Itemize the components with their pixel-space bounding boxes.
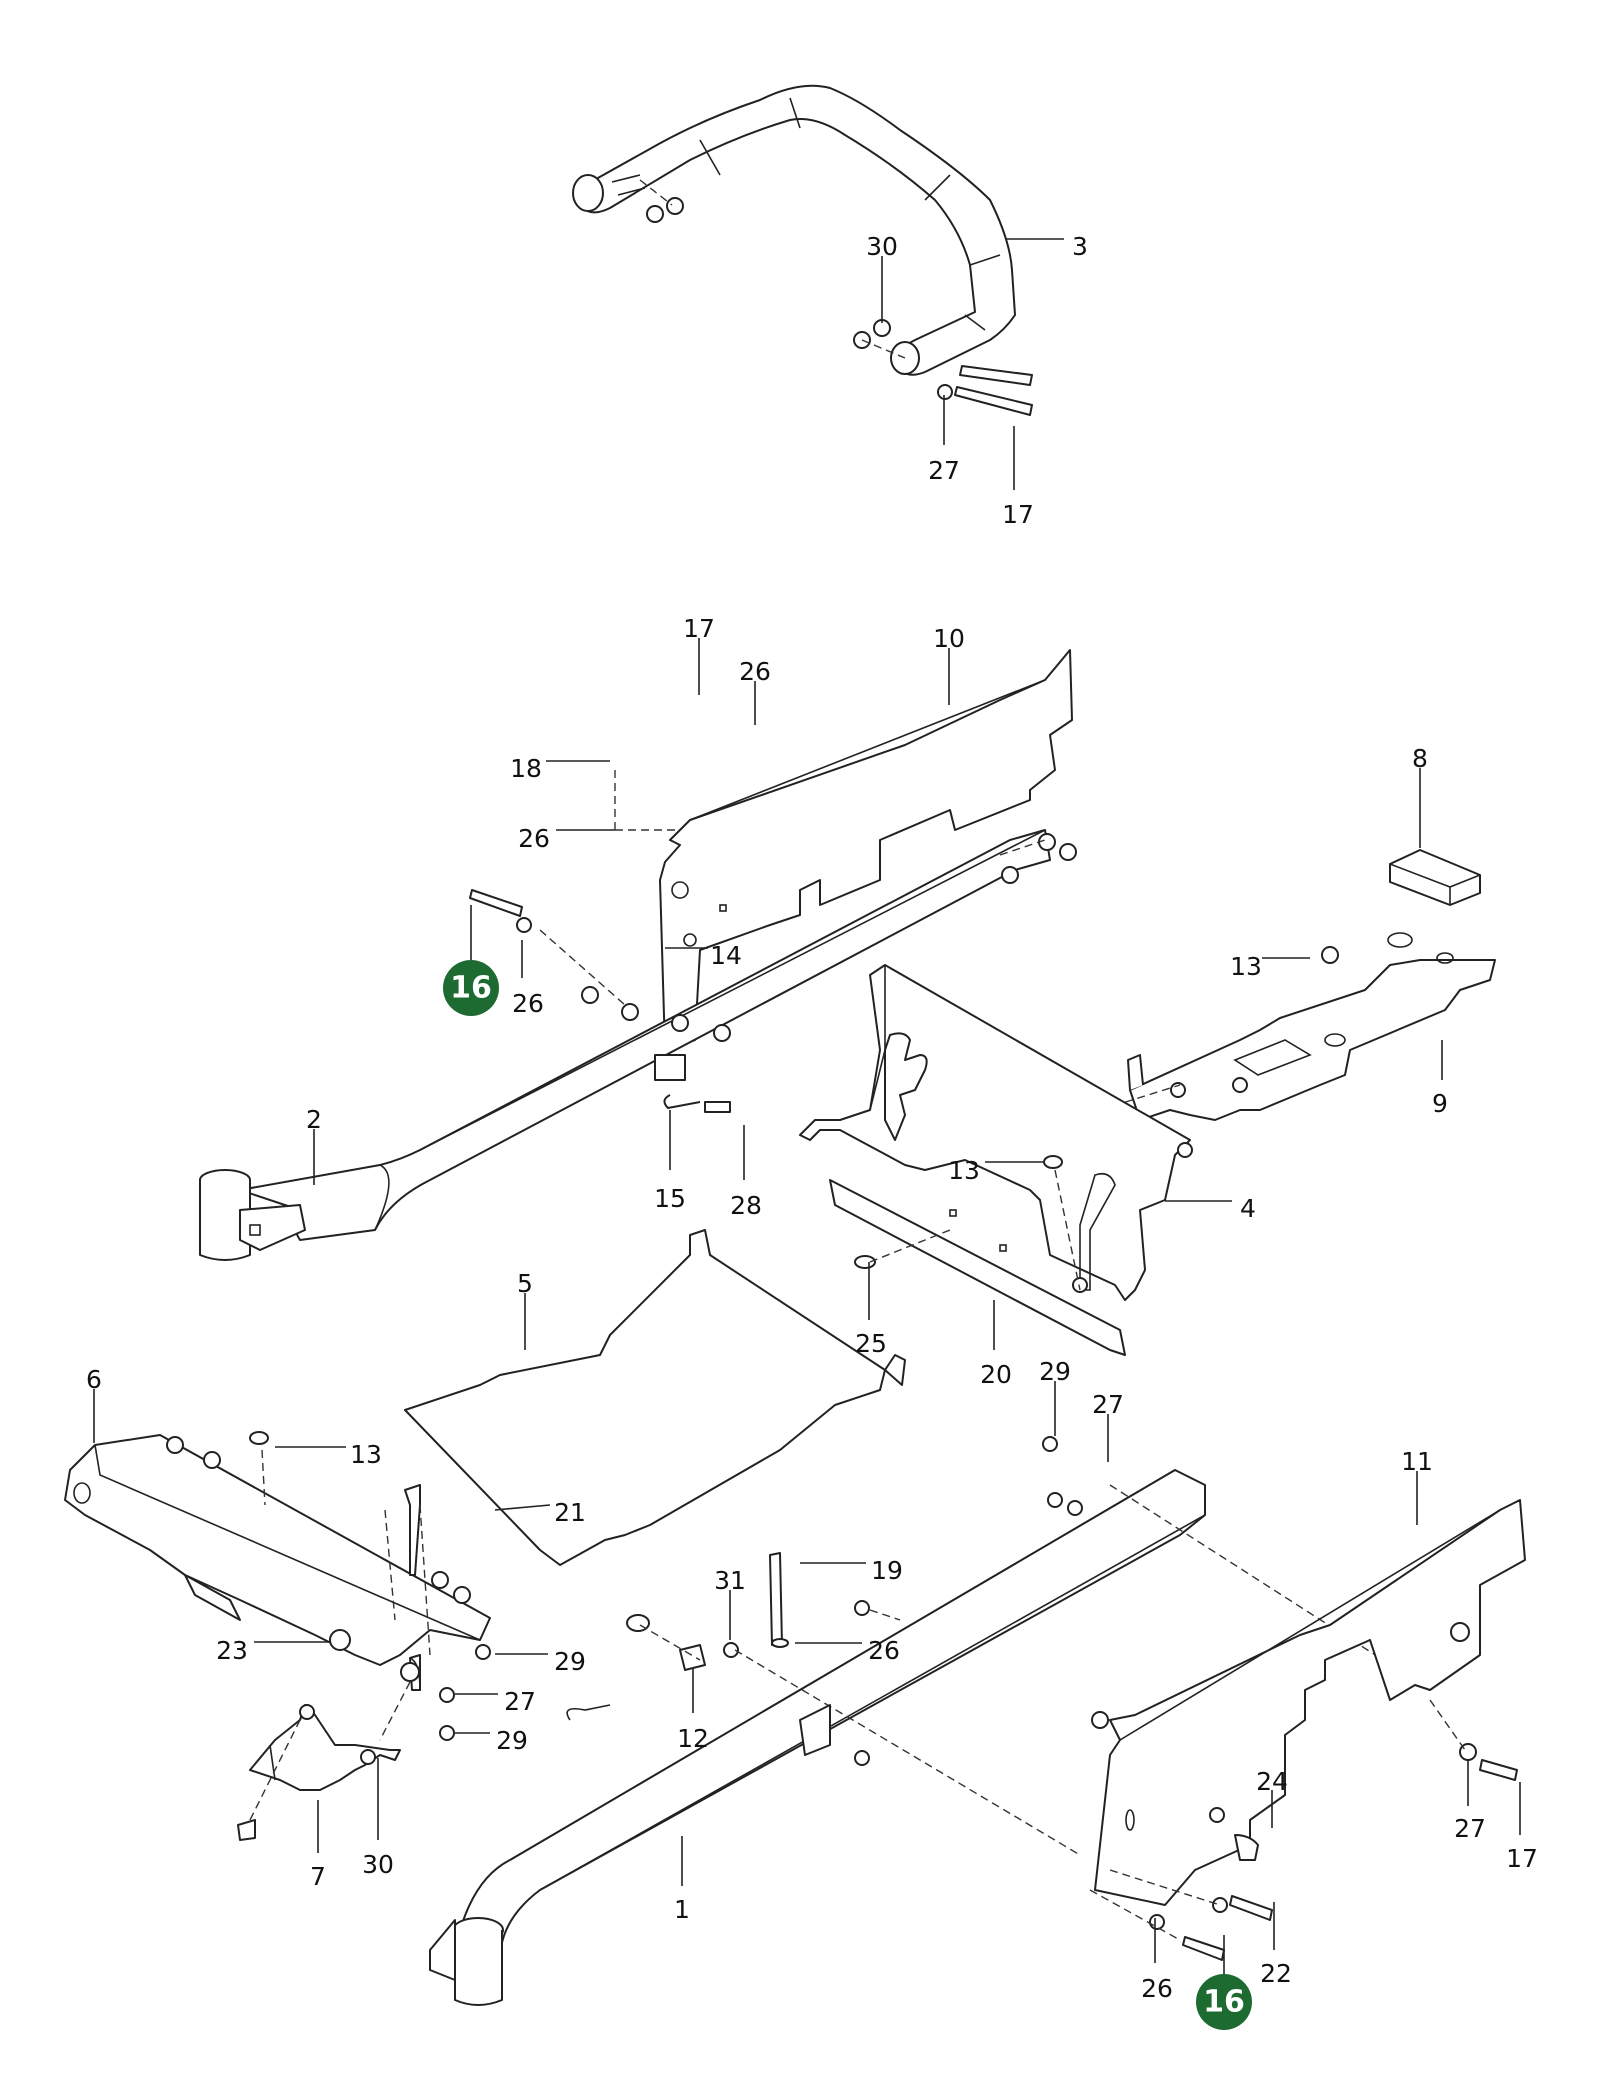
callout-label-c26d: 26 [868, 1636, 900, 1665]
callout-label-c27a: 27 [928, 456, 960, 485]
callout-label-c20: 20 [980, 1360, 1012, 1389]
leader-line-c21 [494, 1504, 551, 1511]
callout-label-c29c: 29 [496, 1726, 528, 1755]
callout-label-c13a: 13 [1230, 952, 1262, 981]
callout-label-c9: 9 [1432, 1089, 1448, 1118]
callout-label-c27b: 27 [1092, 1390, 1124, 1419]
callout-label-c22: 22 [1260, 1959, 1292, 1988]
callout-label-c26c: 26 [512, 989, 544, 1018]
callout-label-c17c: 17 [1506, 1844, 1538, 1873]
callout-label-c23: 23 [216, 1636, 248, 1665]
callout-label-c29a: 29 [1039, 1357, 1071, 1386]
callout-label-c30a: 30 [866, 232, 898, 261]
callout-label-c18: 18 [510, 754, 542, 783]
callout-label-c5: 5 [517, 1269, 533, 1298]
highlight-badge-h16b [1196, 1974, 1252, 2030]
callout-label-c12: 12 [677, 1724, 709, 1753]
callout-label-c27d: 27 [1454, 1814, 1486, 1843]
callout-label-c15: 15 [654, 1184, 686, 1213]
part-4-seat-support [799, 964, 1193, 1356]
part-8-block [1389, 849, 1481, 906]
callout-label-c26b: 26 [518, 824, 550, 853]
callout-label-c17b: 17 [683, 614, 715, 643]
callout-label-c7: 7 [310, 1862, 326, 1891]
callout-label-c26e: 26 [1141, 1974, 1173, 2003]
callout-label-c24: 24 [1256, 1767, 1288, 1796]
callout-label-c11: 11 [1401, 1447, 1433, 1476]
callout-label-c21: 21 [554, 1498, 586, 1527]
callout-label-c31: 31 [714, 1566, 746, 1595]
part-3-handle-bar [572, 84, 1033, 416]
part-7-small-bracket [237, 1662, 420, 1841]
callout-label-c26a: 26 [739, 657, 771, 686]
highlight-label-h16a: 16 [450, 971, 492, 1006]
highlight-label-h16b: 16 [1203, 1985, 1245, 2020]
callout-label-c1: 1 [674, 1895, 690, 1924]
part-6-left-bracket [64, 1431, 491, 1741]
callout-label-c27c: 27 [504, 1687, 536, 1716]
callout-label-c25: 25 [855, 1329, 887, 1358]
callout-label-c19: 19 [871, 1556, 903, 1585]
part-11-lower-side-plate [1089, 1499, 1526, 1961]
part-10-upper-side-plate [614, 649, 1073, 1051]
callout-label-c29b: 29 [554, 1647, 586, 1676]
callout-label-c17a: 17 [1002, 500, 1034, 529]
callout-label-c28: 28 [730, 1191, 762, 1220]
callout-label-c10: 10 [933, 624, 965, 653]
callout-label-c13c: 13 [350, 1440, 382, 1469]
callout-label-c8: 8 [1412, 744, 1428, 773]
part-2-upper-frame-tube [199, 829, 1077, 1261]
part-5-floor-plate [404, 1229, 906, 1566]
highlight-badge-h16a [443, 960, 499, 1016]
callout-label-c30b: 30 [362, 1850, 394, 1879]
callout-label-c14: 14 [710, 941, 742, 970]
callout-label-c13b: 13 [948, 1156, 980, 1185]
callout-label-c6: 6 [86, 1365, 102, 1394]
callout-label-c3: 3 [1072, 232, 1088, 261]
callout-label-c4: 4 [1240, 1194, 1256, 1223]
part-1-lower-frame-tube [429, 1436, 1431, 2006]
callout-label-c2: 2 [306, 1105, 322, 1134]
